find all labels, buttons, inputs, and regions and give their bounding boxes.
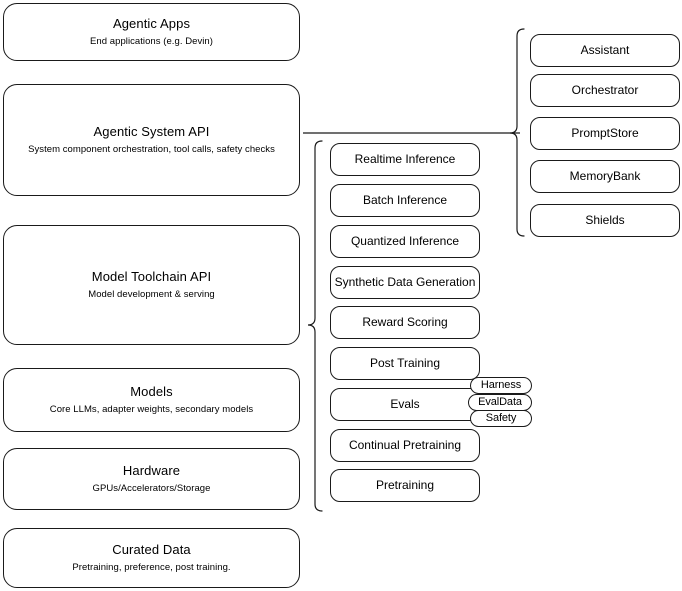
chip-label: Reward Scoring bbox=[362, 315, 448, 329]
chip-label: Shields bbox=[585, 213, 625, 227]
chip-label: Pretraining bbox=[375, 478, 435, 492]
toolchain-item-quantized-inference[interactable]: Quantized Inference bbox=[330, 225, 480, 258]
layer-subtitle: End applications (e.g. Devin) bbox=[90, 36, 213, 47]
layer-subtitle: System component orchestration, tool cal… bbox=[28, 144, 275, 155]
layer-subtitle: Model development & serving bbox=[88, 289, 215, 300]
agentic-system-item-memorybank[interactable]: MemoryBank bbox=[530, 160, 680, 193]
toolchain-item-post-training[interactable]: Post Training bbox=[330, 347, 480, 380]
layer-title: Agentic System API bbox=[93, 124, 210, 139]
toolchain-item-synthetic-data-generation[interactable]: Synthetic Data Generation bbox=[330, 266, 480, 299]
layer-hardware[interactable]: Hardware GPUs/Accelerators/Storage bbox=[3, 448, 300, 510]
layer-title: Model Toolchain API bbox=[91, 269, 212, 284]
brace-agentic-system bbox=[509, 28, 525, 237]
toolchain-item-pretraining[interactable]: Pretraining bbox=[330, 469, 480, 502]
chip-label: PromptStore bbox=[571, 126, 639, 140]
brace-toolchain bbox=[307, 140, 323, 512]
pill-label: Safety bbox=[485, 412, 517, 424]
layer-agentic-apps[interactable]: Agentic Apps End applications (e.g. Devi… bbox=[3, 3, 300, 61]
toolchain-item-evals[interactable]: Evals bbox=[330, 388, 480, 421]
toolchain-item-continual-pretraining[interactable]: Continual Pretraining bbox=[330, 429, 480, 462]
agentic-system-item-shields[interactable]: Shields bbox=[530, 204, 680, 237]
evals-pill-evaldata[interactable]: EvalData bbox=[468, 394, 532, 411]
layer-title: Models bbox=[130, 384, 173, 399]
chip-label: Quantized Inference bbox=[350, 234, 460, 248]
chip-label: Synthetic Data Generation bbox=[334, 275, 476, 289]
evals-pill-safety[interactable]: Safety bbox=[470, 410, 532, 427]
chip-label: Post Training bbox=[369, 356, 441, 370]
chip-label: Continual Pretraining bbox=[348, 438, 462, 452]
pill-label: EvalData bbox=[478, 396, 522, 408]
layer-title: Hardware bbox=[122, 463, 181, 478]
toolchain-item-batch-inference[interactable]: Batch Inference bbox=[330, 184, 480, 217]
agentic-system-item-orchestrator[interactable]: Orchestrator bbox=[530, 74, 680, 107]
toolchain-item-reward-scoring[interactable]: Reward Scoring bbox=[330, 306, 480, 339]
layer-curated-data[interactable]: Curated Data Pretraining, preference, po… bbox=[3, 528, 300, 588]
layer-subtitle: Pretraining, preference, post training. bbox=[72, 562, 231, 573]
chip-label: Orchestrator bbox=[571, 83, 639, 97]
layer-model-toolchain-api[interactable]: Model Toolchain API Model development & … bbox=[3, 225, 300, 345]
chip-label: Evals bbox=[390, 397, 420, 411]
agentic-system-item-assistant[interactable]: Assistant bbox=[530, 34, 680, 67]
layer-models[interactable]: Models Core LLMs, adapter weights, secon… bbox=[3, 368, 300, 432]
layer-title: Curated Data bbox=[112, 542, 191, 557]
layer-title: Agentic Apps bbox=[112, 16, 191, 31]
pill-label: Harness bbox=[480, 379, 522, 391]
chip-label: Batch Inference bbox=[362, 193, 448, 207]
layer-agentic-system-api[interactable]: Agentic System API System component orch… bbox=[3, 84, 300, 196]
evals-pill-harness[interactable]: Harness bbox=[470, 377, 532, 394]
chip-label: Realtime Inference bbox=[354, 152, 456, 166]
toolchain-item-realtime-inference[interactable]: Realtime Inference bbox=[330, 143, 480, 176]
layer-subtitle: GPUs/Accelerators/Storage bbox=[92, 483, 211, 494]
chip-label: MemoryBank bbox=[569, 169, 641, 183]
agentic-system-item-promptstore[interactable]: PromptStore bbox=[530, 117, 680, 150]
layer-subtitle: Core LLMs, adapter weights, secondary mo… bbox=[49, 404, 254, 415]
chip-label: Assistant bbox=[580, 43, 630, 57]
